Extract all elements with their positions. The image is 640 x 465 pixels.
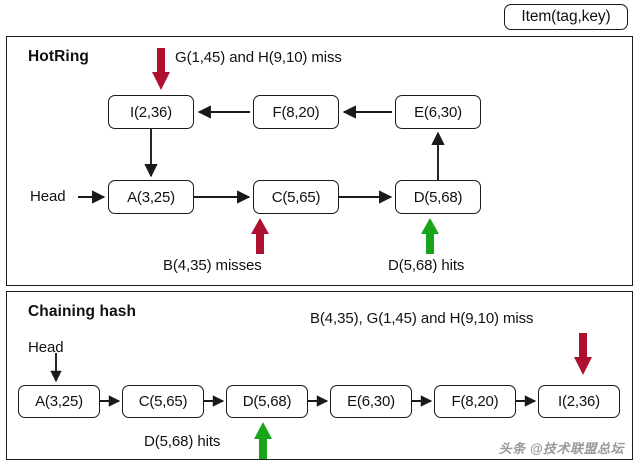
hotring-node-e-label: E(6,30) [414, 103, 462, 121]
chaining-node-c-label: C(5,65) [138, 393, 188, 410]
chaining-annotation-hit-left: D(5,68) hits [144, 433, 221, 450]
chaining-node-d-label: D(5,68) [242, 393, 292, 410]
hotring-node-f-label: F(8,20) [272, 103, 320, 121]
hotring-node-d-label: D(5,68) [413, 188, 463, 206]
hotring-node-f: F(8,20) [253, 95, 339, 129]
hotring-node-c-label: C(5,65) [271, 188, 321, 206]
legend-item-chip: Item(tag,key) [504, 4, 628, 30]
watermark: 头条 @技术联盟总坛 [498, 441, 624, 456]
panel-chaining [6, 291, 633, 460]
chaining-node-a: A(3,25) [18, 385, 100, 418]
chaining-annotation-miss-right: B(4,35), G(1,45) and H(9,10) miss [310, 310, 534, 327]
hotring-node-e: E(6,30) [395, 95, 481, 129]
hotring-node-i-label: I(2,36) [130, 103, 172, 121]
panel-chaining-title: Chaining hash [28, 303, 137, 320]
hotring-node-i: I(2,36) [108, 95, 194, 129]
hotring-annotation-hit-bottom: D(5,68) hits [388, 257, 465, 274]
chaining-node-i: I(2,36) [538, 385, 620, 418]
hotring-annotation-miss-bottom: B(4,35) misses [163, 257, 262, 274]
hotring-annotation-miss-top: G(1,45) and H(9,10) miss [175, 49, 342, 66]
hotring-node-a-label: A(3,25) [127, 188, 175, 206]
chaining-node-f: F(8,20) [434, 385, 516, 418]
legend-item-label: Item(tag,key) [521, 8, 611, 25]
chaining-node-i-label: I(2,36) [558, 393, 600, 410]
hotring-node-a: A(3,25) [108, 180, 194, 214]
chaining-node-e-label: E(6,30) [347, 393, 395, 410]
chaining-node-f-label: F(8,20) [451, 393, 499, 410]
panel-hotring [6, 36, 633, 286]
panel-hotring-title: HotRing [28, 48, 89, 65]
hotring-node-c: C(5,65) [253, 180, 339, 214]
chaining-node-a-label: A(3,25) [35, 393, 83, 410]
hotring-head-label: Head [30, 188, 66, 205]
chaining-node-d: D(5,68) [226, 385, 308, 418]
chaining-node-c: C(5,65) [122, 385, 204, 418]
chaining-node-e: E(6,30) [330, 385, 412, 418]
chaining-head-label: Head [28, 339, 64, 356]
hotring-node-d: D(5,68) [395, 180, 481, 214]
